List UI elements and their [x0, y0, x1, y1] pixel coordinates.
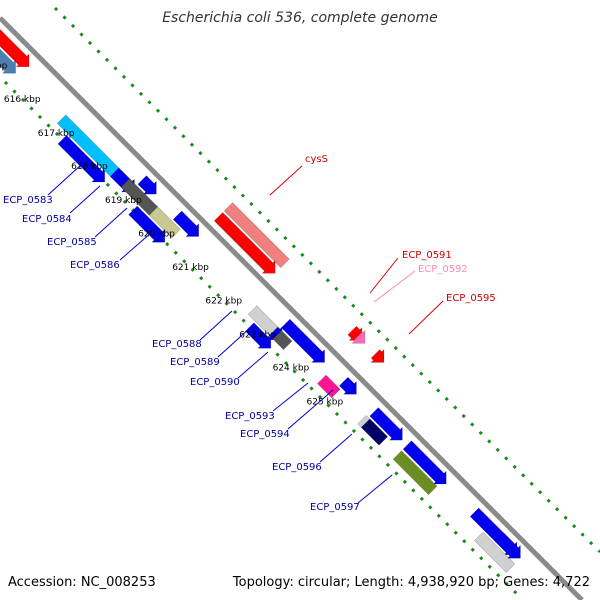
kbp-tick-label-4: 619 kbp	[105, 196, 142, 206]
topology-text: Topology: circular; Length: 4,938,920 bp…	[232, 575, 590, 590]
gene-feature-15[interactable]	[280, 318, 325, 363]
label-leader-lines	[47, 163, 444, 504]
gene-feature-28[interactable]	[474, 531, 516, 573]
gene-feature-10[interactable]	[223, 202, 290, 269]
gene-label-ECP_0588[interactable]: ECP_0588	[152, 339, 202, 350]
kbp-tick-label-0: 615 kbp	[0, 62, 8, 72]
kbp-tick-label-3: 618 kbp	[71, 162, 108, 172]
gene-label-ECP_0590[interactable]: ECP_0590	[190, 377, 240, 388]
kbp-tick-label-10: 625 kbp	[307, 398, 344, 408]
gene-label-ECP_0586[interactable]: ECP_0586	[70, 260, 120, 271]
gene-feature-21[interactable]	[370, 348, 385, 363]
kbp-tick-label-6: 621 kbp	[172, 263, 209, 273]
gene-feature-11[interactable]	[213, 212, 276, 274]
gene-feature-22[interactable]	[369, 407, 403, 441]
leader-ECP_0588	[199, 310, 233, 341]
gene-feature-25[interactable]	[402, 440, 447, 485]
gene-feature-0[interactable]	[0, 37, 16, 74]
gene-label-ECP_0593[interactable]: ECP_0593	[225, 411, 275, 422]
gene-labels: ECP_0583 ECP_0584 ECP_0585 ECP_0586 ECP_…	[3, 154, 496, 513]
leader-ECP_0585	[94, 207, 128, 238]
gene-feature-20[interactable]	[317, 374, 341, 399]
outer-dotted-guide	[53, 6, 600, 554]
leader-ECP_0590	[237, 351, 269, 379]
kbp-tick-label-8: 623 kbp	[239, 330, 276, 340]
gene-feature-16[interactable]	[272, 330, 293, 351]
leader-ECP_0593	[272, 382, 309, 412]
kbp-tick-label-9: 624 kbp	[273, 364, 310, 374]
leader-ECP_0594	[287, 389, 334, 430]
accession-text: Accession: NC_008253	[8, 575, 156, 590]
leader-ECP_0597	[357, 474, 393, 504]
gene-label-ECP_0595[interactable]: ECP_0595	[446, 293, 496, 304]
gene-feature-1[interactable]	[0, 27, 30, 68]
gene-label-ECP_0589[interactable]: ECP_0589	[170, 357, 220, 368]
gene-feature-18[interactable]	[351, 329, 366, 344]
leader-ECP_0589	[217, 327, 251, 358]
gene-feature-5[interactable]	[137, 175, 157, 195]
gene-feature-19[interactable]	[338, 376, 357, 395]
gene-label-ECP_0584[interactable]: ECP_0584	[22, 214, 72, 225]
gene-feature-9[interactable]	[148, 206, 181, 239]
gene-feature-26[interactable]	[392, 450, 438, 496]
gene-label-ECP_0594[interactable]: ECP_0594	[240, 429, 290, 440]
gene-feature-29[interactable]	[494, 532, 521, 559]
gene-feature-8[interactable]	[172, 210, 199, 237]
kbp-tick-label-7: 622 kbp	[205, 296, 242, 306]
leader-ECP_0584	[69, 185, 101, 214]
gene-feature-6[interactable]	[128, 205, 166, 243]
gene-feature-24[interactable]	[360, 418, 388, 446]
gene-label-ECP_0585[interactable]: ECP_0585	[47, 237, 97, 248]
gene-label-ECP_0592[interactable]: ECP_0592	[418, 264, 468, 275]
leader-ECP_0586	[119, 231, 153, 261]
kbp-tick-label-5: 620 kbp	[138, 229, 175, 239]
gene-label-ECP_0597[interactable]: ECP_0597	[310, 502, 360, 513]
kbp-ticks: 615 kbp 616 kbp 617 kbp 618 kbp 619 kbp 620 k…	[0, 62, 343, 408]
gene-label-ECP_0591[interactable]: ECP_0591	[402, 250, 452, 261]
leader-ECP_0592	[373, 270, 416, 303]
leader-ECP_0595	[408, 300, 444, 335]
leader-ECP_0591	[369, 257, 399, 294]
gene-label-cysS[interactable]: cysS	[305, 154, 328, 165]
leader-ECP_0583	[47, 163, 83, 196]
leader-cysS	[269, 165, 303, 196]
leader-ECP_0596	[319, 433, 353, 463]
gene-label-ECP_0596[interactable]: ECP_0596	[272, 462, 322, 473]
map-title: Escherichia coli 536, complete genome	[162, 10, 438, 26]
kbp-tick-label-1: 616 kbp	[4, 95, 41, 105]
gene-label-ECP_0583[interactable]: ECP_0583	[3, 195, 53, 206]
kbp-tick-label-2: 617 kbp	[38, 129, 75, 139]
gene-feature-2[interactable]	[57, 134, 105, 183]
genome-backbone	[0, 16, 584, 600]
gene-features	[0, 27, 521, 573]
gene-feature-12[interactable]	[244, 322, 272, 349]
